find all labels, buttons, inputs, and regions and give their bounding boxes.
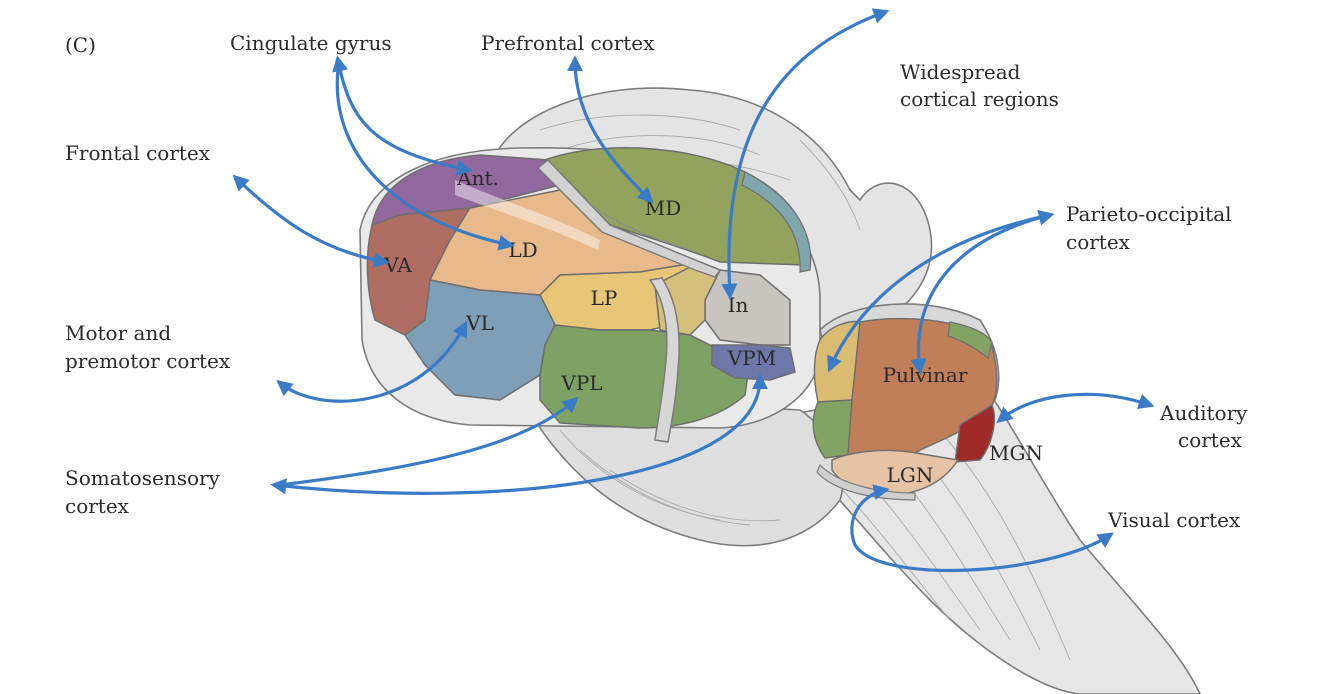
label-in: In xyxy=(728,293,749,317)
label-parieto-2: cortex xyxy=(1066,230,1131,254)
nucleus-vpm-region xyxy=(711,344,796,381)
label-motor-2: premotor cortex xyxy=(65,349,231,373)
label-auditory-2: cortex xyxy=(1178,428,1243,452)
internal-lamina xyxy=(536,159,722,278)
arrow-visual-lgn xyxy=(850,484,1114,573)
label-mgn: MGN xyxy=(989,441,1043,465)
label-pulvinar: Pulvinar xyxy=(883,363,968,387)
label-lp: LP xyxy=(591,286,618,310)
label-va: VA xyxy=(383,253,412,277)
nucleus-mgn-region xyxy=(954,403,996,463)
label-cingulate-gyrus: Cingulate gyrus xyxy=(230,31,392,55)
label-widespread-1: Widespread xyxy=(900,60,1021,84)
label-frontal-cortex: Frontal cortex xyxy=(65,141,211,165)
arrow-parieto-posterior xyxy=(827,213,1052,373)
label-parieto-1: Parieto-occipital xyxy=(1066,202,1232,226)
label-ld: LD xyxy=(508,238,537,262)
lamina-stripe xyxy=(589,204,691,251)
arrow-prefrontal-md xyxy=(567,55,654,204)
panel-label: (C) xyxy=(65,33,96,57)
label-somato-1: Somatosensory xyxy=(65,466,221,490)
label-vl: VL xyxy=(465,311,494,335)
nucleus-posterior-green xyxy=(812,399,853,459)
label-somato-2: cortex xyxy=(65,494,130,518)
arrow-frontal-va xyxy=(232,174,390,268)
arrow-auditory-mgn xyxy=(996,392,1155,424)
cortex-labels: (C) Cingulate gyrus Prefrontal cortex Wi… xyxy=(65,31,1248,532)
arrow-cingulate-ant xyxy=(332,55,473,176)
label-visual-cortex: Visual cortex xyxy=(1107,508,1241,532)
arrow-widespread-in xyxy=(721,8,890,300)
label-vpm: VPM xyxy=(727,346,776,370)
label-lgn: LGN xyxy=(887,463,934,487)
arrow-somato-vpm xyxy=(270,373,768,495)
arrow-parieto-pulvinar xyxy=(910,209,1055,375)
label-widespread-2: cortical regions xyxy=(900,87,1059,111)
label-auditory-1: Auditory xyxy=(1159,401,1248,425)
label-motor-1: Motor and xyxy=(65,321,171,345)
label-vpl: VPL xyxy=(560,371,602,395)
sheen xyxy=(455,180,600,250)
label-prefrontal-cortex: Prefrontal cortex xyxy=(481,31,655,55)
projection-arrows xyxy=(232,8,1155,573)
